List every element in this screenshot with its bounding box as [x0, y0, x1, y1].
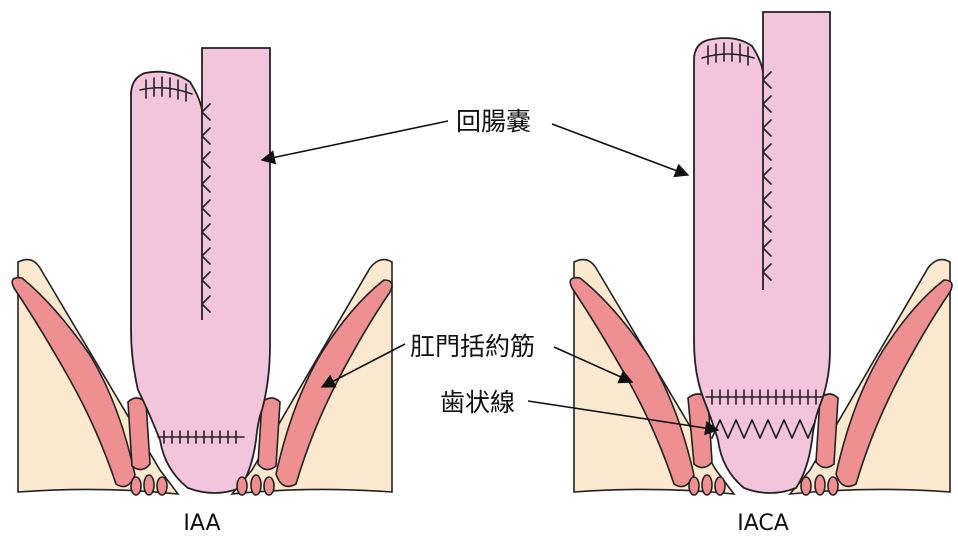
- label-ileal-pouch: 回腸嚢: [456, 107, 531, 136]
- iaa-panel: [12, 48, 392, 495]
- iaca-panel: [570, 12, 952, 495]
- caption-iaca: IACA: [737, 511, 789, 536]
- label-dentate-line: 歯状線: [440, 388, 515, 417]
- right-ileal-pouch: [694, 12, 830, 493]
- left-ileal-pouch: [131, 48, 270, 493]
- arrow-pouch-left: [262, 121, 448, 160]
- caption-iaa: IAA: [183, 511, 220, 536]
- arrow-pouch-right: [552, 124, 688, 175]
- label-anal-sphincter: 肛門括約筋: [410, 332, 535, 361]
